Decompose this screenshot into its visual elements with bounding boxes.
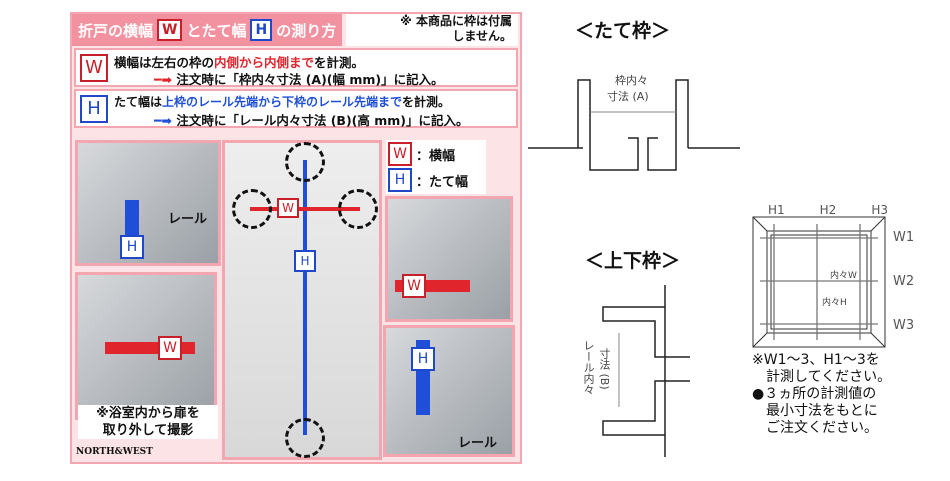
inner-h-label: 内々H [822, 298, 847, 308]
w-line2: ━➡ 注文時に「枠内々寸法 (A)(幅 mm)」に記入。 [154, 69, 444, 88]
instruction-line: ●３ヵ所の計測値の [752, 386, 877, 402]
w-tag: W [80, 54, 108, 82]
note-line: ※ 本商品に枠は付属 [400, 14, 512, 28]
w-tag: W [402, 274, 426, 298]
text: 上枠のレール先端から下枠のレール先端まで [162, 95, 403, 109]
text: 内側から内側まで [214, 55, 315, 70]
dimension-label: 寸法 (A) [607, 90, 649, 103]
w-line1: 横幅は左右の枠の内側から内側までを計測。 [114, 52, 364, 71]
blue-arrow-icon: ━➡ [154, 113, 177, 128]
vertical-frame-diagram [528, 79, 740, 171]
w-tag: W [158, 336, 182, 360]
text: 注文時に「枠内々寸法 (A)(幅 mm)」に記入。 [176, 72, 444, 87]
note-line: しません。 [452, 29, 512, 43]
w1-label: W1 [893, 230, 915, 245]
measure-point-bottom [285, 418, 325, 458]
instruction-line: ご注文ください。 [766, 420, 878, 436]
width-arrow [250, 207, 360, 211]
caption-line: 取り外して撮影 [102, 423, 194, 438]
w2-label: W2 [893, 274, 915, 289]
measure-point-top [285, 142, 325, 182]
h-tag: H [388, 168, 412, 192]
top-bottom-frame-diagram [602, 285, 690, 457]
legend-label: ：横幅 [416, 148, 456, 164]
text: を計測。 [402, 95, 451, 109]
photo-top-rail [75, 140, 221, 266]
h-tag: H [294, 250, 316, 272]
width-instruction: W 横幅は左右の枠の内側から内側までを計測。 ━➡ 注文時に「枠内々寸法 (A)… [74, 48, 518, 87]
photo-bottom-rail [383, 325, 515, 457]
red-arrow-icon: ━➡ [154, 72, 177, 87]
caption-line: ※浴室内から扉を [96, 406, 200, 421]
legend-label: ：たて幅 [416, 174, 469, 190]
dimension-label: 枠内々 [615, 74, 648, 87]
height-arrow [303, 160, 307, 435]
frame-not-included-note: ※ 本商品に枠は付属 しません。 [346, 14, 518, 46]
rail-label: レール [458, 436, 498, 451]
title-text: の測り方 [276, 21, 337, 40]
dimension-label: レール内々 [582, 340, 595, 395]
legend: W：横幅 H：たて幅 [386, 140, 486, 194]
measurement-grid-diagram [752, 216, 886, 348]
w-tag: W [388, 142, 412, 166]
top-bottom-frame-heading: ＜上下枠＞ [585, 250, 681, 272]
vertical-frame-heading: ＜たて枠＞ [575, 20, 671, 42]
title-text: 折戸の横幅 [78, 21, 154, 40]
h-tag: H [80, 95, 108, 123]
photo-caption: ※浴室内から扉を 取り外して撮影 [78, 405, 218, 439]
h1-label: H1 [768, 203, 785, 217]
text: を計測。 [314, 55, 365, 70]
instruction-line: ※W1～3、H1～3を [752, 352, 880, 368]
title-text: とたて幅 [186, 21, 247, 40]
w-tag: W [277, 198, 299, 218]
inner-w-label: 内々W [830, 271, 857, 281]
w3-label: W3 [893, 318, 915, 333]
dimension-label: 寸法 (B) [598, 348, 611, 390]
panel-title: 折戸の横幅 W とたて幅 H の測り方 [72, 14, 342, 46]
measure-point-left [232, 189, 272, 229]
h-labels: H1 H2 H3 [768, 203, 888, 217]
h-tag: H [411, 347, 435, 371]
instruction-line: 計測してください。 [766, 369, 892, 385]
height-instruction: H たて幅は上枠のレール先端から下枠のレール先端までを計測。 ━➡ 注文時に「レ… [74, 89, 518, 128]
text: たて幅は [114, 95, 163, 109]
photo-doorway [222, 140, 382, 460]
rail-label: レール [168, 212, 208, 227]
brand-logo: NORTH&WEST [76, 447, 153, 457]
h-tag: H [250, 19, 273, 41]
measurement-instructions: ※W1～3、H1～3を 計測してください。 ●３ヵ所の計測値の 最小寸法をもとに… [752, 352, 891, 437]
photo-right-frame [385, 196, 513, 322]
text: 横幅は左右の枠の [114, 55, 215, 70]
instruction-line: 最小寸法をもとに [766, 403, 878, 419]
h-line1: たて幅は上枠のレール先端から下枠のレール先端までを計測。 [114, 93, 450, 110]
h-line2: ━➡ 注文時に「レール内々寸法 (B)(高 mm)」に記入。 [154, 110, 469, 129]
h3-label: H3 [871, 203, 888, 217]
w-tag: W [157, 19, 183, 41]
text: 注文時に「レール内々寸法 (B)(高 mm)」に記入。 [176, 113, 469, 128]
h2-label: H2 [819, 203, 837, 217]
h-tag: H [120, 235, 144, 259]
measure-point-right [338, 189, 378, 229]
